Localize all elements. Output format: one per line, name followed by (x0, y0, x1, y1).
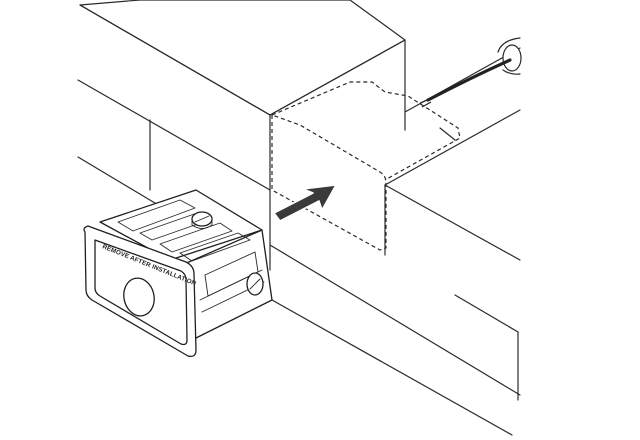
slab-ridge (79, 4, 271, 116)
slab-rear-edge (269, 39, 406, 116)
top-screw-slot (194, 215, 210, 223)
cutout-top (271, 81, 461, 181)
insertion-arrow-icon (273, 184, 337, 222)
cutout-front (271, 114, 387, 251)
right-beam-top (384, 109, 521, 186)
box-rib-4 (179, 232, 251, 262)
cable-conduit-icon (419, 37, 522, 108)
lower-face-line-2 (271, 299, 513, 436)
right-beam-side (384, 184, 521, 261)
conduit-bottom-edge (502, 69, 521, 75)
lower-face-line-1 (269, 244, 521, 396)
cable-wire-1 (419, 98, 431, 104)
box-rib-1 (117, 199, 196, 232)
side-screw-slot (249, 278, 261, 290)
cable-wire-2 (421, 101, 432, 108)
arrow-shape (273, 184, 337, 222)
wall-cutout-icon (271, 81, 461, 251)
front-knockout (123, 277, 155, 317)
left-face-line-1 (77, 79, 271, 191)
rear-inner-line (439, 127, 456, 141)
electrical-box-icon: REMOVE AFTER INSTALLATION (83, 189, 273, 358)
conduit-top-edge (497, 37, 521, 53)
cable-sheath (426, 58, 512, 102)
conduit-opening (502, 44, 522, 72)
top-slab (79, 0, 406, 116)
top-screw-base (191, 218, 213, 229)
wall-beam-icon (77, 0, 521, 436)
lower-right-top (454, 294, 519, 333)
box-rib-3 (159, 222, 233, 253)
